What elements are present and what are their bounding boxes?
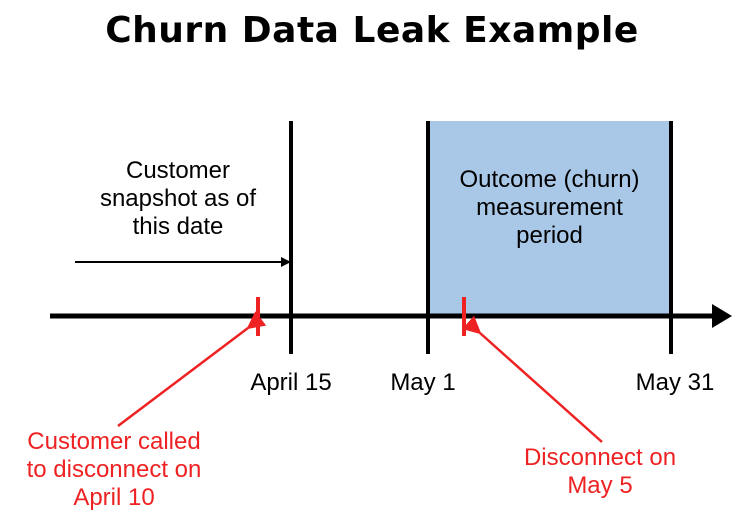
diagram-title: Churn Data Leak Example: [105, 10, 639, 51]
outcome-period-box: [428, 121, 671, 316]
outcome-label: Outcome (churn) measurement period: [459, 166, 640, 249]
may31-label: May 31: [635, 369, 715, 396]
right-callout-arrow: [462, 315, 603, 443]
timeline-arrowhead: [712, 304, 732, 328]
left-callout-label: Customer called to disconnect on April 1…: [26, 428, 202, 511]
left-callout-arrow: [117, 311, 267, 427]
snapshot-label: Customer snapshot as of this date: [99, 157, 257, 240]
right-callout-label: Disconnect on May 5: [523, 444, 677, 499]
may1-label: May 1: [390, 369, 456, 396]
april15-label: April 15: [250, 369, 332, 396]
